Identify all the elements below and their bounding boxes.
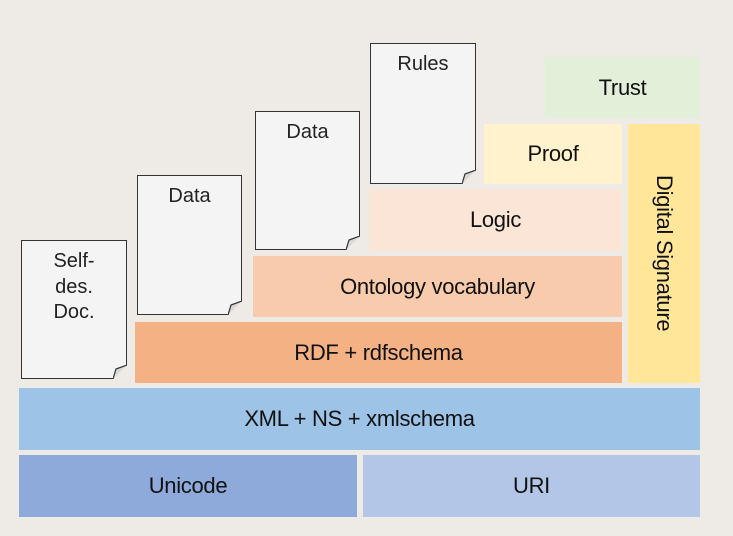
data-document-1: Data — [137, 175, 243, 316]
doc-line: Self- — [53, 250, 95, 272]
uri-label: URI — [513, 473, 550, 498]
doc-line: Doc. — [53, 301, 95, 324]
self-describing-document: Self- des. Doc. — [21, 240, 128, 380]
ontology-label: Ontology vocabulary — [340, 273, 535, 299]
digital-signature-label: Digital Signature — [652, 175, 677, 332]
page-fold-icon — [462, 170, 477, 185]
xml-label: XML + NS + xmlschema — [244, 406, 475, 431]
page-fold-icon — [228, 301, 243, 316]
xml-layer: XML + NS + xmlschema — [19, 388, 700, 450]
page-fold-icon — [346, 236, 361, 251]
doc-line: Data — [168, 185, 211, 207]
unicode-label: Unicode — [148, 473, 228, 498]
proof-label: Proof — [527, 141, 579, 166]
proof-layer: Proof — [484, 124, 622, 184]
data-document-2: Data — [255, 111, 361, 251]
logic-label: Logic — [469, 207, 522, 232]
rdf-label: RDF + rdfschema — [294, 339, 463, 365]
doc-line: Data — [286, 121, 329, 143]
trust-label: Trust — [598, 74, 647, 100]
page-fold-icon — [113, 365, 128, 380]
digital-signature-layer: Digital Signature — [628, 124, 700, 383]
uri-layer: URI — [363, 455, 700, 517]
rules-document: Rules — [370, 43, 477, 185]
unicode-layer: Unicode — [19, 455, 357, 517]
doc-line: des. — [55, 275, 93, 298]
ontology-layer: Ontology vocabulary — [253, 256, 622, 317]
trust-layer: Trust — [545, 57, 700, 118]
rdf-layer: RDF + rdfschema — [135, 322, 622, 383]
doc-line: Rules — [397, 53, 449, 75]
logic-layer: Logic — [369, 189, 622, 251]
